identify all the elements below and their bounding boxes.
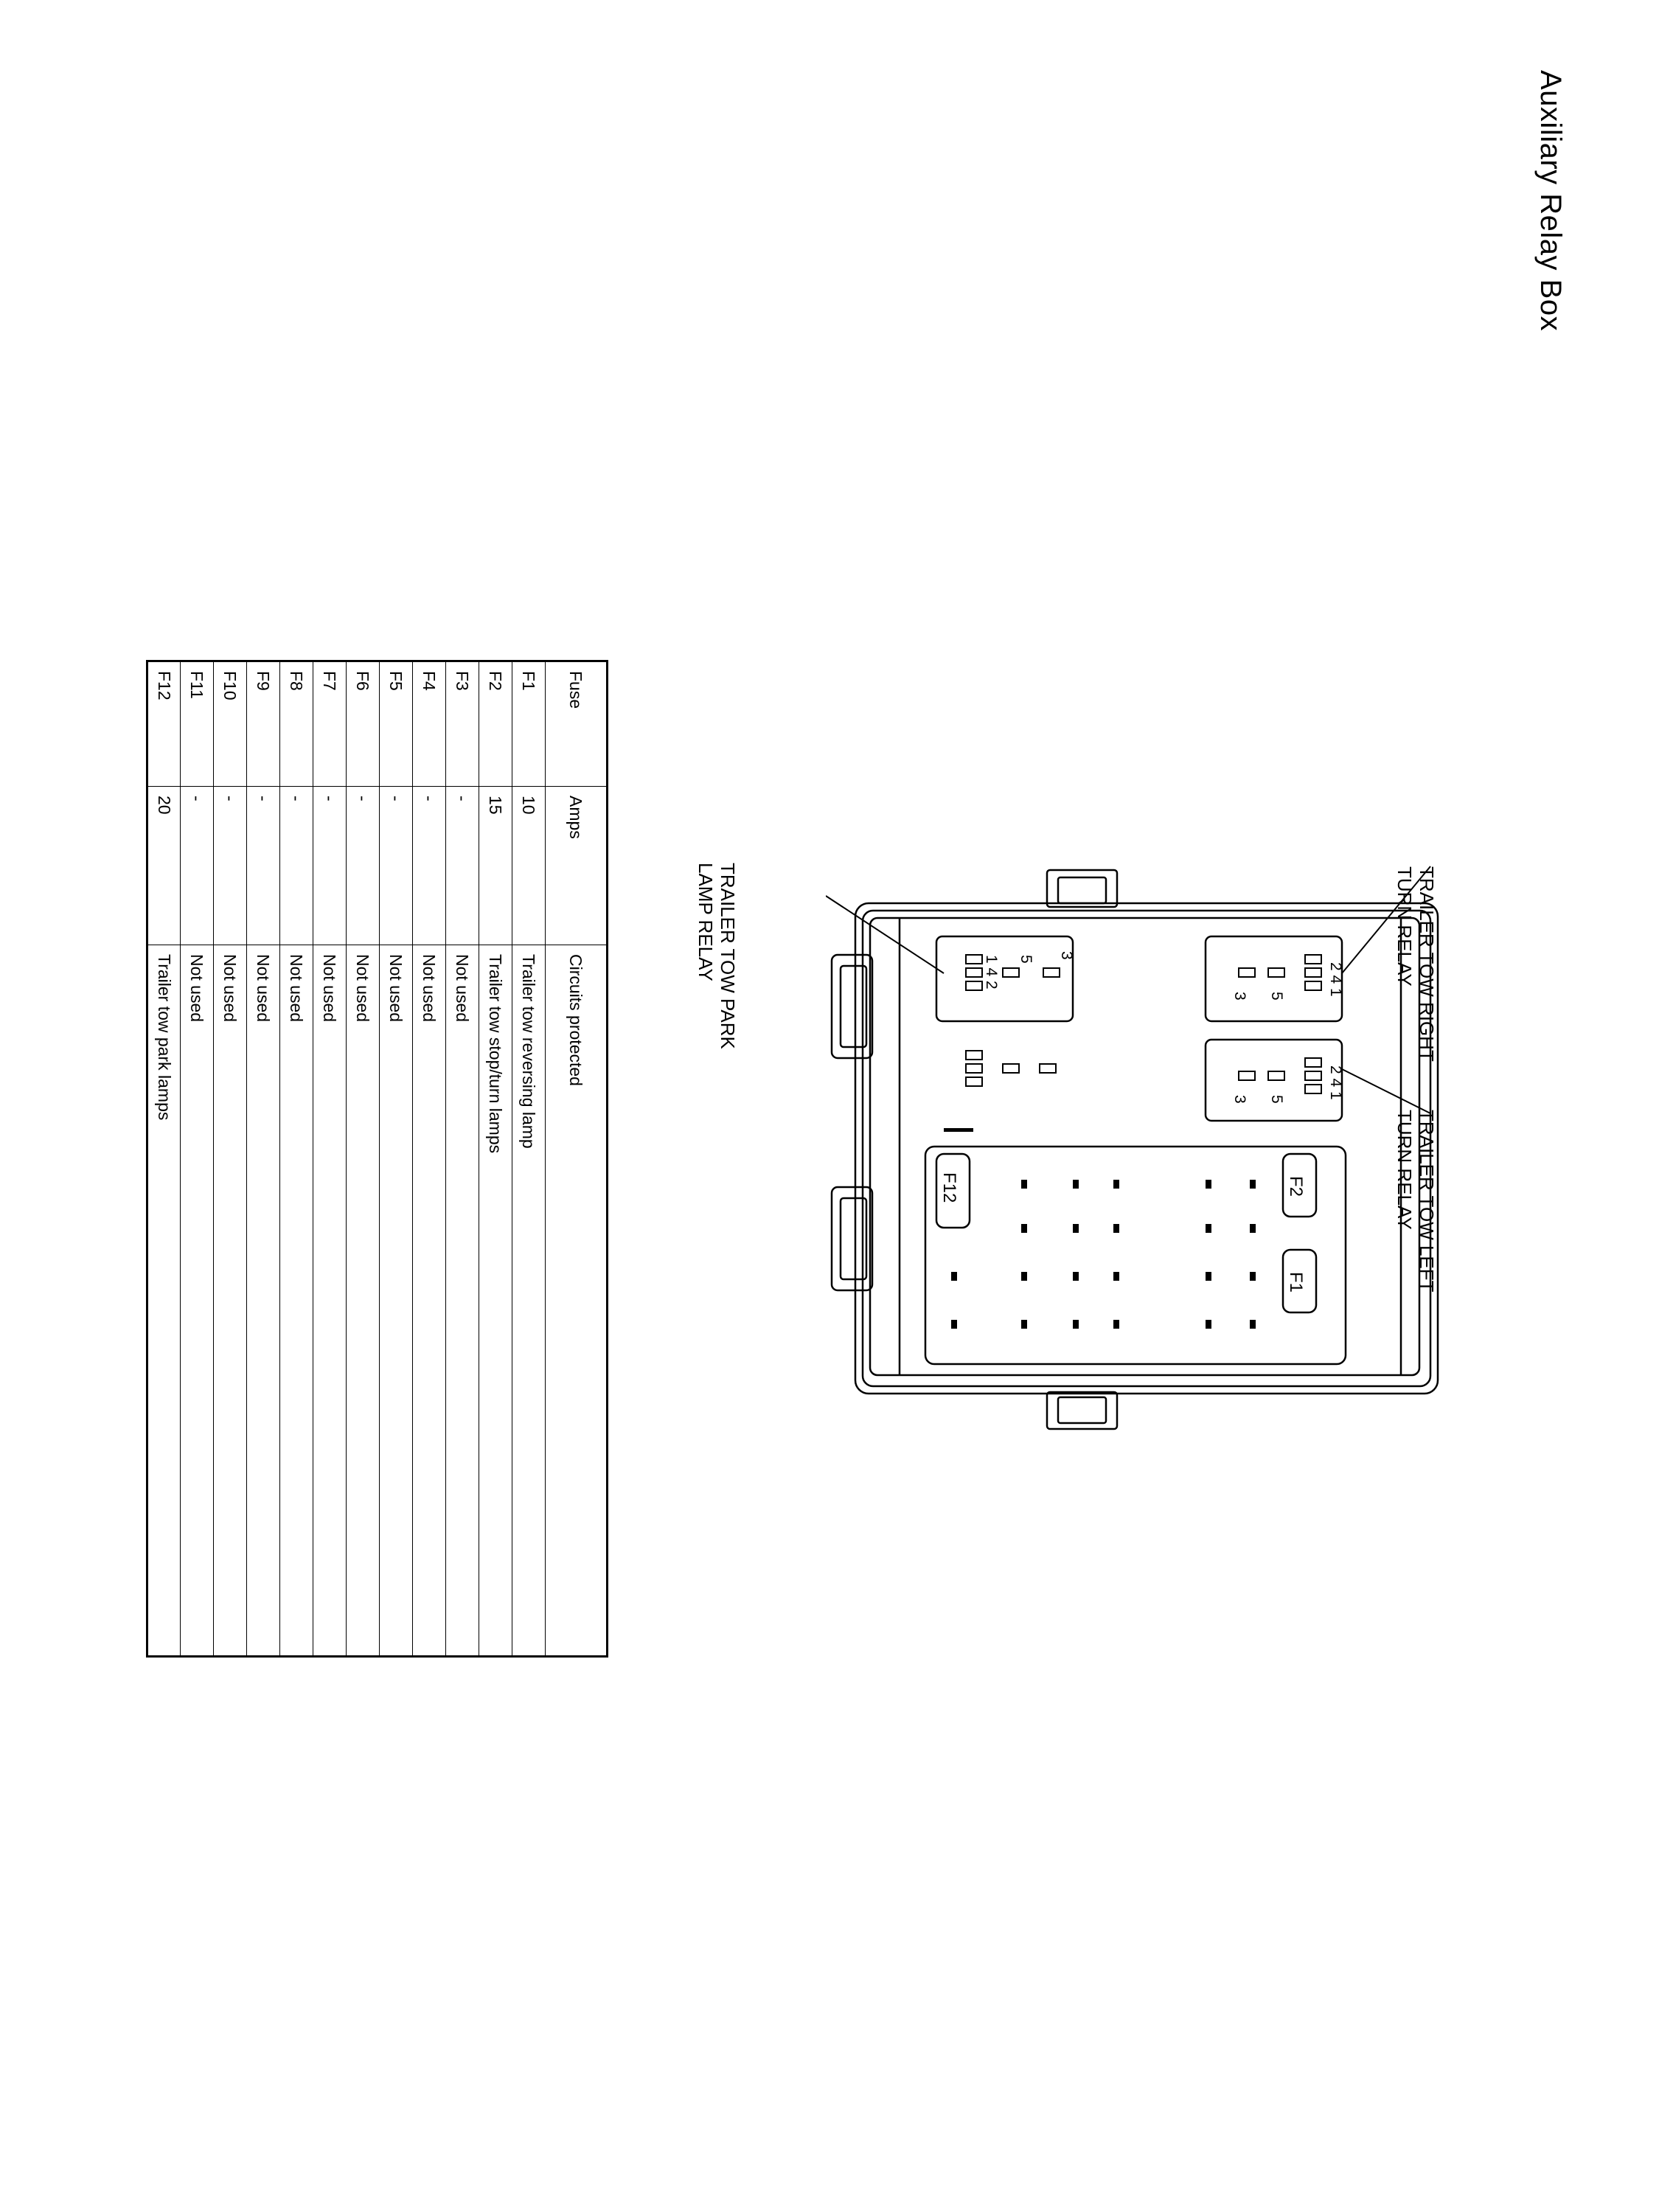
table-cell: Not used <box>213 945 247 1657</box>
table-cell: - <box>412 786 446 945</box>
relay-left-pin-3: 3 <box>1231 1095 1248 1104</box>
table-row: F4-Not used <box>412 661 446 1657</box>
table-cell: Not used <box>445 945 479 1657</box>
table-cell: - <box>445 786 479 945</box>
table-row: F5-Not used <box>379 661 413 1657</box>
fuse-f1-label: F1 <box>1286 1272 1306 1293</box>
relay-right-pins-label: 2 4 1 <box>1327 962 1344 997</box>
table-cell: Not used <box>346 945 380 1657</box>
table-row: F3-Not used <box>445 661 479 1657</box>
table-cell: F1 <box>512 661 546 787</box>
relay-right-pin-3: 3 <box>1231 992 1248 1001</box>
table-cell: 10 <box>512 786 546 945</box>
relay-left-pin-5: 5 <box>1268 1095 1285 1104</box>
relay-park-pins-label: 1 4 2 <box>983 955 1000 990</box>
table-cell: - <box>379 786 413 945</box>
table-cell: F9 <box>246 661 280 787</box>
table-cell: - <box>180 786 214 945</box>
table-cell: F6 <box>346 661 380 787</box>
table-cell: - <box>279 786 313 945</box>
fuse-f2-label: F2 <box>1286 1176 1306 1197</box>
table-cell: Not used <box>180 945 214 1657</box>
table-row: F11-Not used <box>180 661 214 1657</box>
relay-box-diagram: 2 4 1 5 3 2 4 1 5 3 1 4 2 5 3 F2 F1 F12 <box>826 866 1439 1430</box>
fuse-f12-label: F12 <box>939 1172 959 1203</box>
table-cell: Trailer tow park lamps <box>147 945 181 1657</box>
table-cell: - <box>213 786 247 945</box>
table-row: F10-Not used <box>213 661 247 1657</box>
table-cell: F3 <box>445 661 479 787</box>
relay-right-pin-5: 5 <box>1268 992 1285 1001</box>
table-cell: Not used <box>279 945 313 1657</box>
table-cell: - <box>313 786 347 945</box>
table-cell: F7 <box>313 661 347 787</box>
table-header-cell: Fuse <box>545 661 608 787</box>
table-row: F8-Not used <box>279 661 313 1657</box>
table-row: F7-Not used <box>313 661 347 1657</box>
table-cell: F11 <box>180 661 214 787</box>
table-cell: Not used <box>412 945 446 1657</box>
table-cell: Trailer tow stop/turn lamps <box>479 945 512 1657</box>
housing-outline <box>854 902 1439 1395</box>
relay-park-pin-3: 3 <box>1058 951 1075 960</box>
page-title: Auxiliary Relay Box <box>1534 70 1567 332</box>
table-cell: F8 <box>279 661 313 787</box>
relay-left-pins-label: 2 4 1 <box>1327 1065 1344 1100</box>
table-cell: Not used <box>379 945 413 1657</box>
table-header-cell: Amps <box>545 786 608 945</box>
table-cell: 20 <box>147 786 181 945</box>
table-cell: Trailer tow reversing lamp <box>512 945 546 1657</box>
table-cell: 15 <box>479 786 512 945</box>
table-cell: F12 <box>147 661 181 787</box>
table-row: F9-Not used <box>246 661 280 1657</box>
table-row: F6-Not used <box>346 661 380 1657</box>
table-cell: F10 <box>213 661 247 787</box>
table-header-cell: Circuits protected <box>545 945 608 1657</box>
table-cell: F2 <box>479 661 512 787</box>
table-cell: F4 <box>412 661 446 787</box>
table-cell: Not used <box>246 945 280 1657</box>
table-cell: F5 <box>379 661 413 787</box>
relay-park-pin-5: 5 <box>1018 955 1034 964</box>
table-cell: - <box>246 786 280 945</box>
table-cell: Not used <box>313 945 347 1657</box>
table-cell: - <box>346 786 380 945</box>
callout-park-lamp-relay: TRAILER TOW PARK LAMP RELAY <box>695 863 739 1049</box>
